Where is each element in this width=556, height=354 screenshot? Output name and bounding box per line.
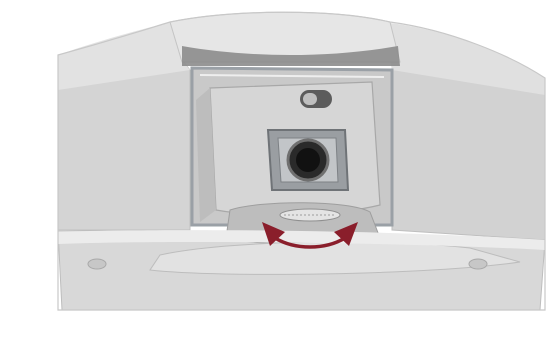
base-strip <box>58 230 545 250</box>
camera-lens-icon <box>266 129 350 191</box>
right-shoulder-top <box>382 22 545 95</box>
base-clip <box>149 241 521 275</box>
left-shoulder-top <box>58 22 190 90</box>
camera-frame-inner-edge <box>199 74 385 78</box>
left-screw-hole <box>87 258 107 270</box>
camera-head-side <box>196 88 216 222</box>
housing-shadow <box>182 46 400 66</box>
right-screw-hole <box>468 258 488 270</box>
silhouette-outline <box>57 11 546 311</box>
double-curved-arrow-icon <box>262 222 358 249</box>
toggle-slider-icon <box>300 90 332 108</box>
thumbwheel-icon <box>279 208 341 222</box>
